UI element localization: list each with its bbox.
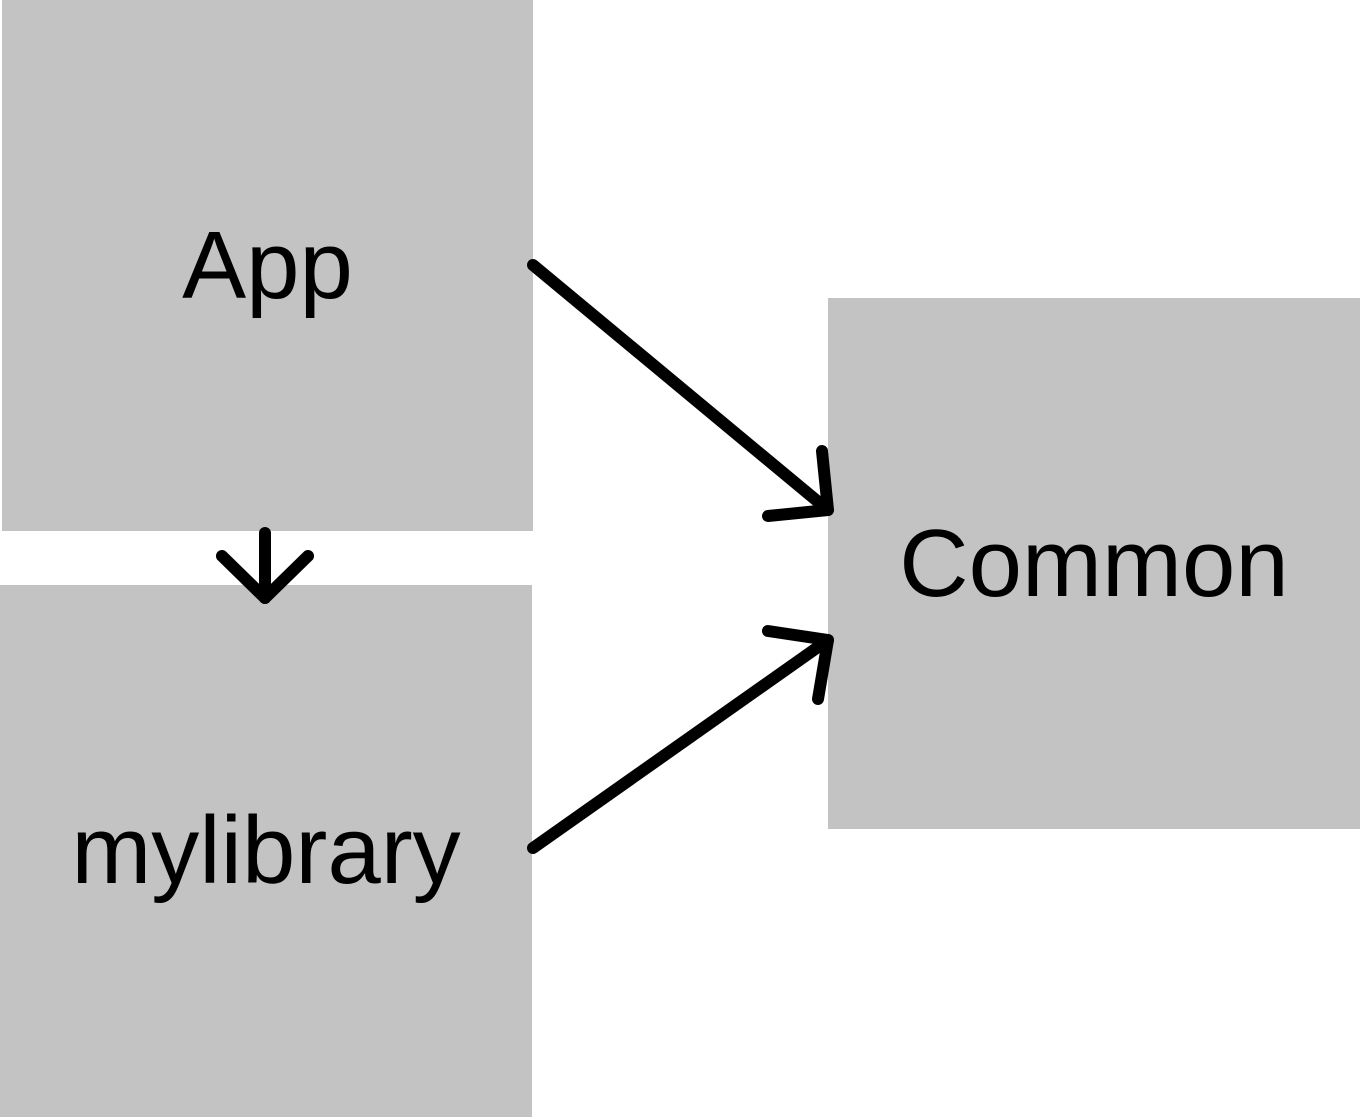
- node-mylibrary: mylibrary: [0, 585, 532, 1117]
- node-common: Common: [828, 298, 1360, 829]
- node-common-label: Common: [899, 509, 1289, 617]
- node-app: App: [2, 0, 533, 531]
- edge-mylibrary-to-common: [527, 625, 834, 854]
- node-app-label: App: [182, 211, 353, 319]
- edge-app-to-common: [527, 259, 834, 522]
- node-mylibrary-label: mylibrary: [71, 797, 461, 904]
